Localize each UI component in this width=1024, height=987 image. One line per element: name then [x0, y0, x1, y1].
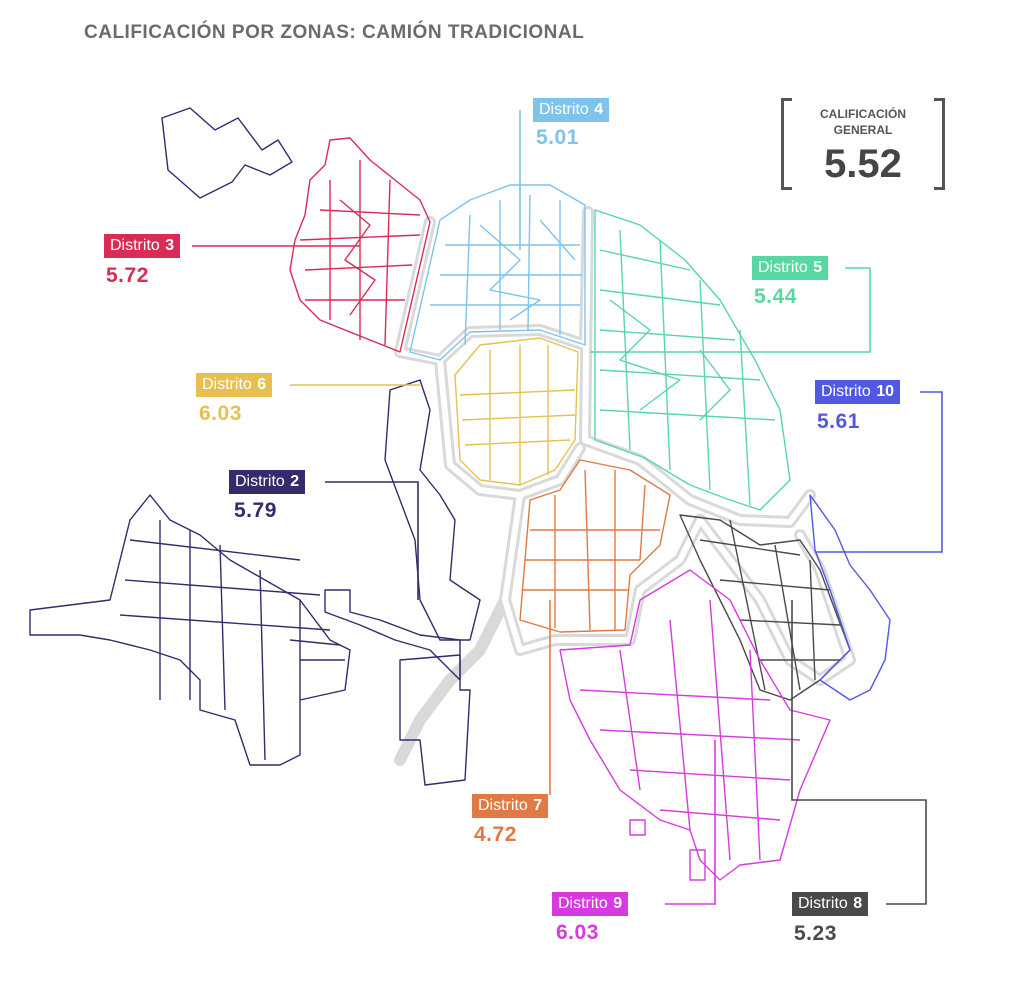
- district-5-shape: [594, 209, 791, 511]
- district-9-badge: Distrito 9: [552, 892, 629, 916]
- bracket-left: [781, 98, 792, 190]
- district-4-shape: [409, 184, 586, 361]
- district-8-score: 5.23: [794, 922, 837, 945]
- district-10-score: 5.61: [817, 410, 860, 433]
- district-10-number: 10: [876, 383, 895, 400]
- general-score-box: CALIFICACIÓN GENERAL 5.52: [781, 98, 945, 190]
- leader-d5: [590, 267, 871, 353]
- district-3-badge: Distrito 3: [104, 234, 181, 258]
- general-label-line2: GENERAL: [833, 123, 893, 137]
- district-9-prefix: Distrito: [558, 895, 608, 912]
- district-10-shape: [809, 494, 891, 701]
- district-4-number: 4: [594, 101, 604, 118]
- district-3-shape: [289, 137, 431, 353]
- district-7-prefix: Distrito: [478, 797, 528, 814]
- district-8-number: 8: [853, 895, 863, 912]
- district-5-number: 5: [813, 259, 823, 276]
- district-4-badge: Distrito 4: [533, 98, 610, 122]
- district-4-prefix: Distrito: [539, 101, 589, 118]
- district-2-shape: [29, 107, 481, 786]
- district-6-badge: Distrito 6: [196, 373, 273, 397]
- general-score-value: 5.52: [824, 142, 902, 186]
- leader-d8: [791, 600, 927, 905]
- district-10-badge: Distrito 10: [815, 380, 901, 404]
- district-8-prefix: Distrito: [798, 895, 848, 912]
- district-7-badge: Distrito 7: [472, 794, 549, 818]
- district-7-number: 7: [533, 797, 543, 814]
- district-6-prefix: Distrito: [202, 376, 252, 393]
- district-6-number: 6: [257, 376, 267, 393]
- leader-d2: [325, 481, 419, 600]
- district-6-shape: [454, 337, 579, 486]
- district-2-score: 5.79: [234, 499, 277, 522]
- map-title: CALIFICACIÓN POR ZONAS: CAMIÓN TRADICION…: [84, 22, 585, 43]
- leader-d9: [665, 740, 716, 905]
- general-score-label: CALIFICACIÓN GENERAL: [781, 106, 945, 138]
- bracket-right: [934, 98, 945, 190]
- district-3-number: 3: [165, 237, 175, 254]
- district-4-score: 5.01: [536, 126, 579, 149]
- district-2-badge: Distrito 2: [229, 470, 306, 494]
- district-2-prefix: Distrito: [235, 473, 285, 490]
- district-2-number: 2: [290, 473, 300, 490]
- district-9-number: 9: [613, 895, 623, 912]
- district-7-shape: [519, 459, 671, 633]
- district-9-score: 6.03: [556, 921, 599, 944]
- district-3-score: 5.72: [106, 264, 149, 287]
- district-6-score: 6.03: [199, 402, 242, 425]
- district-7-score: 4.72: [474, 823, 517, 846]
- district-5-prefix: Distrito: [758, 259, 808, 276]
- district-9-shape: [559, 569, 831, 881]
- district-5-score: 5.44: [754, 285, 797, 308]
- leader-d10: [815, 391, 943, 553]
- leader-lines: [192, 110, 943, 905]
- district-8-badge: Distrito 8: [792, 892, 869, 916]
- district-10-prefix: Distrito: [821, 383, 871, 400]
- district-5-badge: Distrito 5: [752, 256, 829, 280]
- general-label-line1: CALIFICACIÓN: [820, 107, 906, 121]
- district-3-prefix: Distrito: [110, 237, 160, 254]
